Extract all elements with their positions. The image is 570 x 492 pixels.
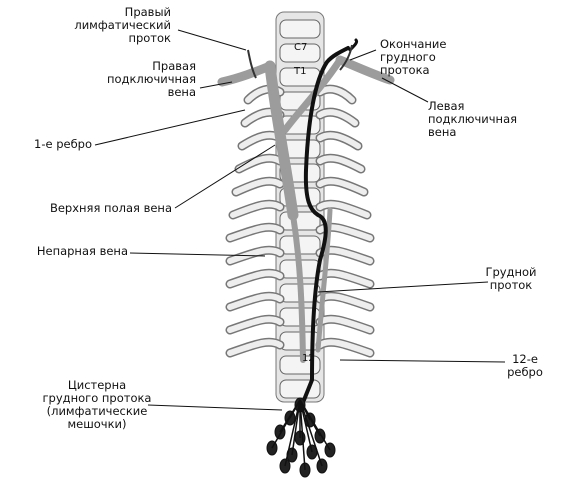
- cisterna-lymph-sacs: [266, 397, 336, 478]
- label-azygos-vein: Непарная вена: [36, 244, 128, 258]
- lymph-vessel: [299, 399, 323, 467]
- vertebra-label-c7: C7: [294, 42, 308, 53]
- left-subclavian-vein: [335, 55, 395, 85]
- rib-fill: [227, 316, 283, 333]
- label-thoracic-duct: Грудной проток: [485, 265, 537, 292]
- label-thoracic-duct-end: Окончание грудного протока: [380, 37, 447, 77]
- ribs-right: [315, 84, 375, 358]
- rib-fill: [317, 316, 373, 333]
- rib-fill: [227, 247, 283, 264]
- azygos-vein: [290, 212, 306, 363]
- rib-fill: [317, 201, 370, 218]
- label-twelfth-rib: 12-е ребро: [507, 352, 543, 379]
- rib-fill: [233, 178, 283, 195]
- vertebra: [279, 19, 321, 39]
- rib-fill: [317, 132, 361, 149]
- vertebra-label-t1: T1: [294, 66, 307, 77]
- veins: [217, 55, 395, 363]
- label-superior-vena-cava: Верхняя полая вена: [49, 201, 172, 215]
- leader-lines: [94, 29, 506, 411]
- vertebra: [279, 43, 321, 63]
- rib-fill: [227, 339, 283, 356]
- rib-fill: [236, 155, 283, 172]
- rib-fill: [227, 293, 283, 310]
- label-right-lymphatic-duct: Правый лимфатический проток: [74, 5, 171, 45]
- hemiazygos-vein: [315, 207, 333, 353]
- rib-fill: [317, 270, 373, 287]
- rib-fill: [317, 339, 373, 356]
- brachiocephalic-left: [281, 56, 344, 134]
- superior-vena-cava: [264, 60, 299, 221]
- neck-vessels: [247, 44, 353, 79]
- lymph-vessel: [284, 399, 301, 467]
- rib-fill: [317, 155, 364, 172]
- rib-fill: [317, 109, 358, 126]
- vertebra: [279, 211, 321, 231]
- ribs-left: [225, 84, 285, 358]
- rib-fill: [227, 270, 283, 287]
- lymph-vessel: [299, 399, 313, 453]
- rib-fill: [227, 224, 283, 241]
- right-subclavian-vein: [217, 61, 275, 87]
- rib-fill: [230, 201, 283, 218]
- rib-fill: [317, 224, 373, 241]
- vertebra: [279, 379, 321, 399]
- rib-fill: [317, 178, 367, 195]
- label-first-rib: 1-е ребро: [34, 137, 92, 151]
- lymph-vessel: [299, 399, 306, 471]
- label-cisterna: Цистерна грудного протока (лимфатические…: [42, 378, 152, 431]
- rib-fill: [317, 293, 373, 310]
- rib-fill: [317, 86, 355, 103]
- vertebra-label-t12: 12: [302, 353, 315, 364]
- lymph-vessel: [299, 399, 331, 451]
- label-right-subclavian-vein: Правая подключичная вена: [106, 59, 196, 99]
- lymph-vessel: [271, 399, 301, 449]
- label-left-subclavian-vein: Левая подключичная вена: [428, 99, 518, 139]
